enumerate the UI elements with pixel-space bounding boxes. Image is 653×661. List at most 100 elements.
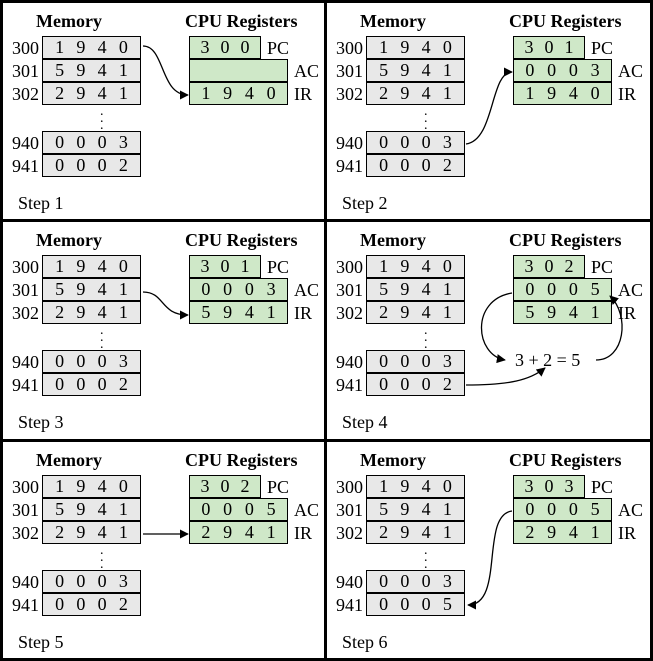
- ir-digit: 5: [201, 302, 211, 322]
- memory-digit: 2: [379, 83, 389, 103]
- memory-digit: 9: [76, 302, 86, 322]
- memory-digit: 0: [400, 374, 410, 394]
- ac-label: AC: [294, 280, 320, 300]
- memory-address: 941: [12, 595, 39, 615]
- memory-digit: 0: [76, 594, 86, 614]
- memory-digit: 1: [379, 476, 389, 496]
- memory-address: 300: [12, 38, 39, 58]
- memory-address: 940: [336, 133, 363, 153]
- pc-digit: 3: [200, 37, 210, 57]
- ir-label: IR: [618, 523, 636, 543]
- memory-digit: 1: [379, 37, 389, 57]
- ir-digit: 1: [525, 83, 535, 103]
- memory-address: 301: [336, 280, 363, 300]
- ac-digit: 5: [590, 499, 600, 519]
- memory-digit: 0: [97, 351, 107, 371]
- ellipsis: .: [100, 543, 104, 558]
- ac-digit: 0: [525, 60, 535, 80]
- ir-label: IR: [618, 303, 636, 323]
- memory-title: Memory: [36, 230, 102, 250]
- memory-digit: 3: [442, 351, 452, 371]
- memory-digit: 0: [76, 351, 86, 371]
- memory-digit: 1: [55, 256, 65, 276]
- ir-digit: 1: [201, 83, 211, 103]
- memory-digit: 0: [400, 155, 410, 175]
- memory-address: 941: [336, 375, 363, 395]
- memory-digit: 4: [97, 499, 107, 519]
- memory-address: 302: [12, 523, 39, 543]
- memory-digit: 1: [118, 499, 128, 519]
- memory-digit: 0: [97, 594, 107, 614]
- memory-digit: 9: [400, 37, 410, 57]
- memory-digit: 2: [55, 83, 65, 103]
- pc-digit: 3: [524, 256, 534, 276]
- memory-address: 941: [12, 375, 39, 395]
- ac-digit: 5: [266, 499, 276, 519]
- ac-digit: 5: [590, 279, 600, 299]
- ac-digit: 0: [201, 499, 211, 519]
- memory-address: 301: [336, 61, 363, 81]
- memory-digit: 4: [421, 83, 431, 103]
- memory-digit: 3: [118, 351, 128, 371]
- memory-digit: 0: [55, 374, 65, 394]
- memory-digit: 0: [442, 476, 452, 496]
- pc-digit: 0: [220, 256, 230, 276]
- step-label: Step 5: [18, 632, 64, 652]
- ir-digit: 0: [266, 83, 276, 103]
- memory-address: 301: [12, 500, 39, 520]
- ir-digit: 2: [201, 522, 211, 542]
- memory-digit: 4: [421, 60, 431, 80]
- memory-digit: 5: [55, 279, 65, 299]
- memory-digit: 9: [400, 302, 410, 322]
- memory-digit: 3: [118, 132, 128, 152]
- memory-title: Memory: [36, 450, 102, 470]
- memory-digit: 5: [55, 499, 65, 519]
- pc-digit: 3: [524, 37, 534, 57]
- memory-digit: 0: [400, 351, 410, 371]
- memory-title: Memory: [360, 450, 426, 470]
- memory-digit: 3: [118, 571, 128, 591]
- memory-digit: 1: [118, 302, 128, 322]
- memory-digit: 1: [442, 279, 452, 299]
- memory-digit: 1: [442, 522, 452, 542]
- arrow-step4-calc-to-ac: [595, 295, 623, 361]
- ellipsis: .: [424, 323, 428, 338]
- pc-digit: 0: [220, 37, 230, 57]
- memory-digit: 4: [97, 256, 107, 276]
- memory-digit: 4: [421, 37, 431, 57]
- memory-digit: 3: [442, 132, 452, 152]
- memory-digit: 0: [118, 476, 128, 496]
- ellipsis-dots: ...: [424, 544, 428, 572]
- ellipsis: .: [424, 111, 428, 126]
- ir-digit: 4: [244, 302, 254, 322]
- memory-digit: 4: [97, 37, 107, 57]
- memory-digit: 1: [118, 60, 128, 80]
- memory-address: 301: [12, 61, 39, 81]
- memory-digit: 9: [76, 476, 86, 496]
- memory-digit: 9: [400, 499, 410, 519]
- memory-title: Memory: [360, 230, 426, 250]
- memory-digit: 4: [421, 499, 431, 519]
- panel-divider-vertical: [324, 0, 327, 661]
- memory-digit: 2: [55, 522, 65, 542]
- arrow-step4-mem-to-calc: [465, 367, 546, 386]
- memory-address: 300: [12, 257, 39, 277]
- memory-address: 941: [12, 156, 39, 176]
- memory-digit: 2: [442, 155, 452, 175]
